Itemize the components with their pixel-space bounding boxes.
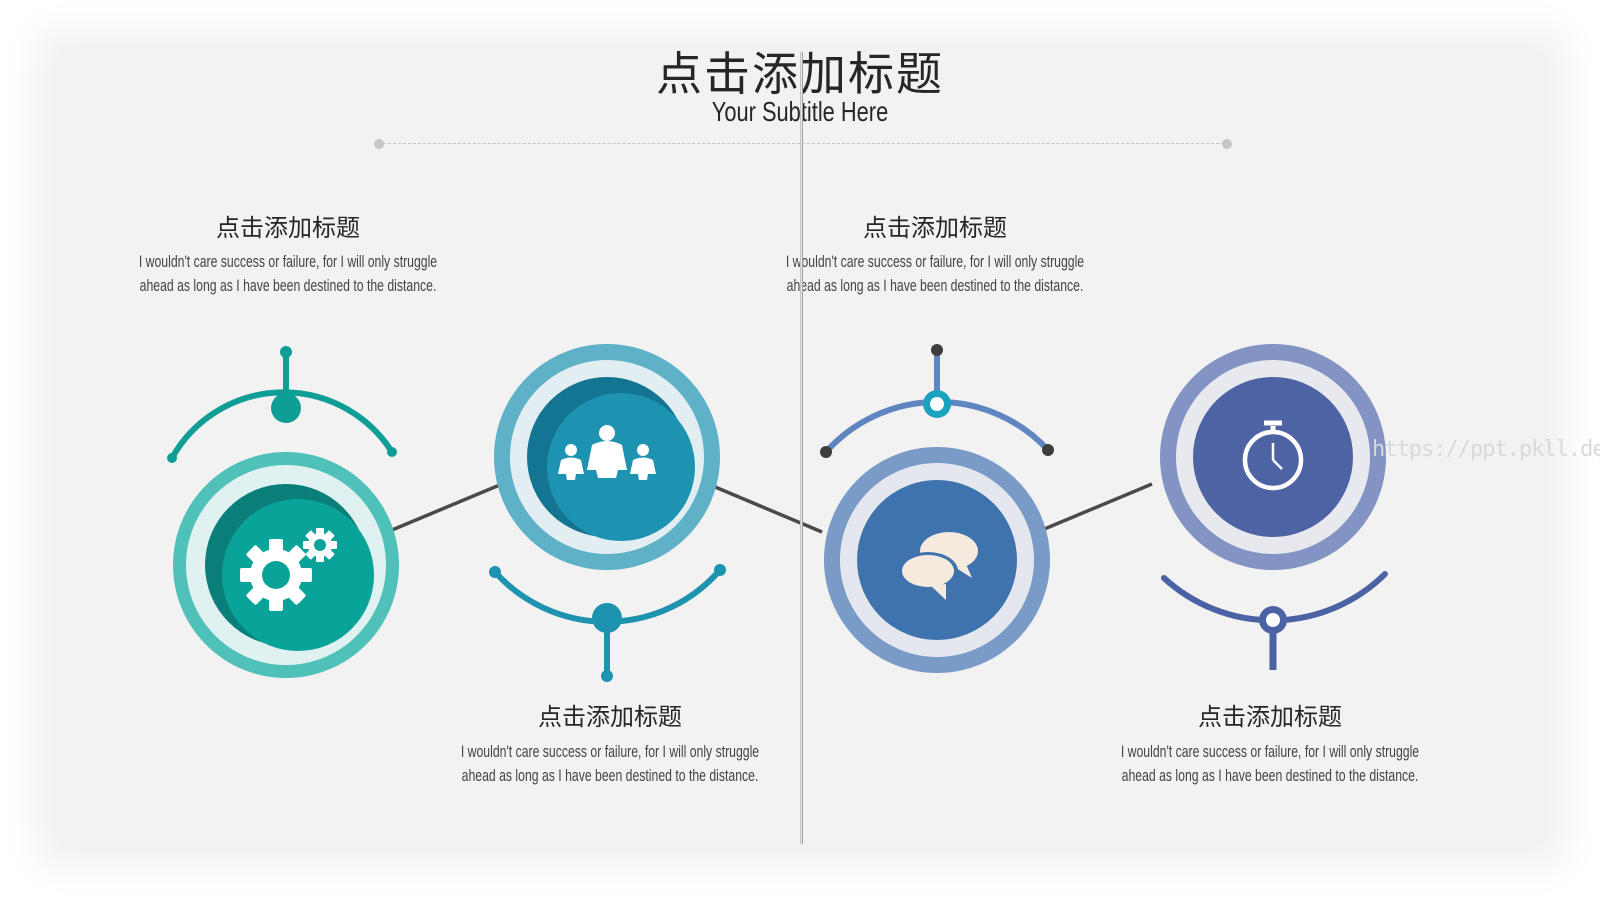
step-1-arc-end-dot	[387, 447, 397, 457]
step-3-arc-end-dot	[820, 446, 832, 458]
step-2-arc-end-dot	[714, 564, 726, 576]
step-4-arc-knob-center	[1266, 613, 1280, 627]
step-3-description[interactable]: I wouldn't care success or failure, for …	[785, 252, 1085, 295]
step-2-heading[interactable]: 点击添加标题	[538, 703, 682, 731]
step-1-arc	[169, 389, 395, 461]
step-2-stem-dot	[601, 670, 613, 682]
header-divider-right-dot	[1222, 139, 1232, 149]
step-2-description[interactable]: I wouldn't care success or failure, for …	[460, 742, 760, 785]
connectors	[391, 482, 1153, 534]
step-1-description[interactable]: I wouldn't care success or failure, for …	[138, 252, 438, 295]
step-4-heading[interactable]: 点击添加标题	[1198, 703, 1342, 731]
header-divider-left-dot	[374, 139, 384, 149]
chat-bubbles-icon	[898, 532, 978, 600]
step-1-arc-knob	[271, 393, 301, 423]
watermark: https://ppt.pkll.de	[1372, 437, 1600, 462]
slide-title[interactable]: 点击添加标题	[656, 47, 944, 101]
connector-3-4	[1041, 482, 1153, 532]
step-1-heading[interactable]: 点击添加标题	[216, 214, 360, 242]
step-1-stem-dot	[280, 346, 292, 358]
slide-subtitle[interactable]: Your Subtitle Here	[711, 96, 889, 127]
gears-icon	[240, 528, 337, 611]
step-2-arc-knob	[592, 603, 622, 633]
step-4-description[interactable]: I wouldn't care success or failure, for …	[1120, 742, 1420, 785]
step-3-arc-knob-center	[930, 397, 944, 411]
step-3-heading[interactable]: 点击添加标题	[863, 214, 1007, 242]
step-3-stem-dot	[931, 344, 943, 356]
family-icon	[558, 425, 656, 480]
stopwatch-icon	[1242, 420, 1304, 491]
step-2-node[interactable]	[489, 344, 726, 682]
center-fold-line	[800, 52, 803, 844]
connector-2-3	[707, 482, 823, 534]
connector-1-2	[391, 482, 503, 532]
step-1-arc-end-dot	[167, 453, 177, 463]
step-3-arc-end-dot	[1042, 444, 1054, 456]
step-3-node[interactable]	[820, 344, 1054, 673]
step-1-node[interactable]	[167, 346, 399, 678]
step-2-arc-end-dot	[489, 566, 501, 578]
step-4-node[interactable]	[1160, 344, 1388, 670]
